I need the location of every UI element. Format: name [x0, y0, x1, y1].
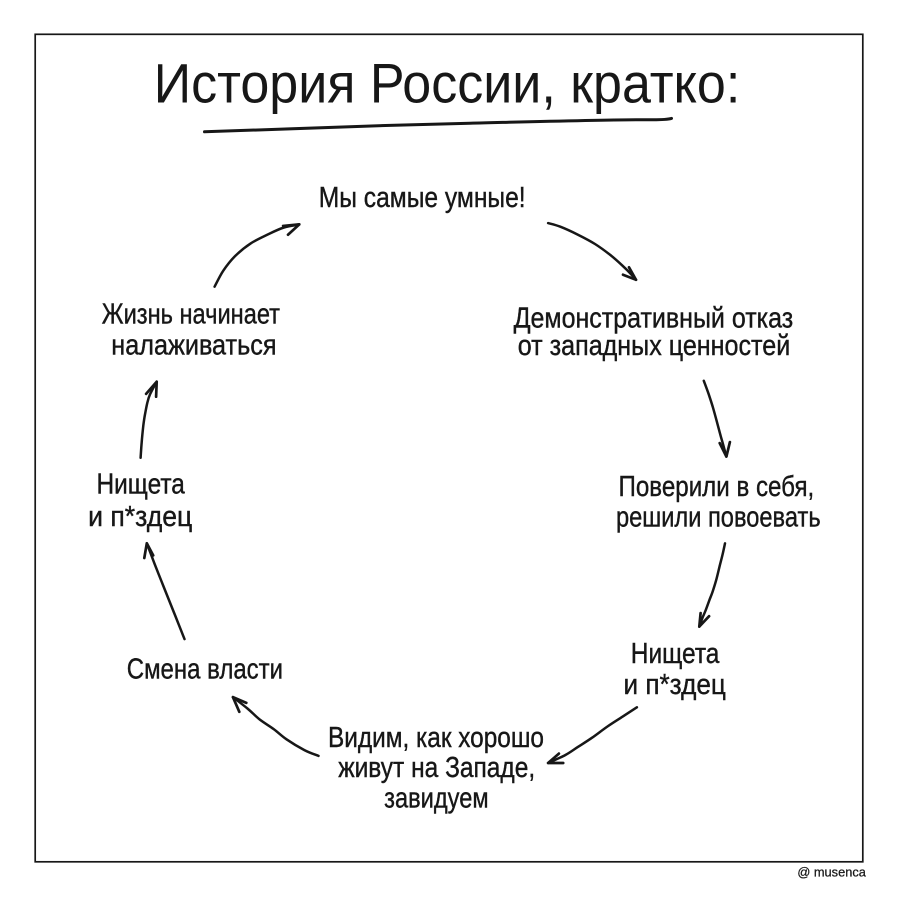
- svg-text:решили повоевать: решили повоевать: [616, 502, 821, 534]
- svg-text:Смена власти: Смена власти: [127, 654, 283, 686]
- svg-text:Видим, как хорошо: Видим, как хорошо: [328, 722, 544, 754]
- svg-text:Нищета: Нищета: [631, 638, 720, 670]
- svg-text:и п*здец: и п*здец: [623, 669, 726, 701]
- svg-text:Нищета: Нищета: [97, 468, 186, 500]
- svg-text:История России, кратко:: История России, кратко:: [154, 51, 741, 114]
- svg-text:Жизнь начинает: Жизнь начинает: [102, 299, 280, 331]
- svg-text:@ musenca: @ musenca: [797, 866, 866, 880]
- svg-text:Поверили в себя,: Поверили в себя,: [619, 471, 815, 503]
- svg-text:живут на Западе,: живут на Западе,: [338, 752, 535, 784]
- svg-text:и п*здец: и п*здец: [88, 501, 192, 533]
- svg-text:завидуем: завидуем: [384, 783, 489, 815]
- svg-text:Мы самые умные!: Мы самые умные!: [319, 182, 526, 214]
- svg-text:налаживаться: налаживаться: [111, 330, 276, 362]
- svg-text:от западных ценностей: от западных ценностей: [518, 330, 791, 362]
- svg-text:Демонстративный отказ: Демонстративный отказ: [514, 303, 794, 335]
